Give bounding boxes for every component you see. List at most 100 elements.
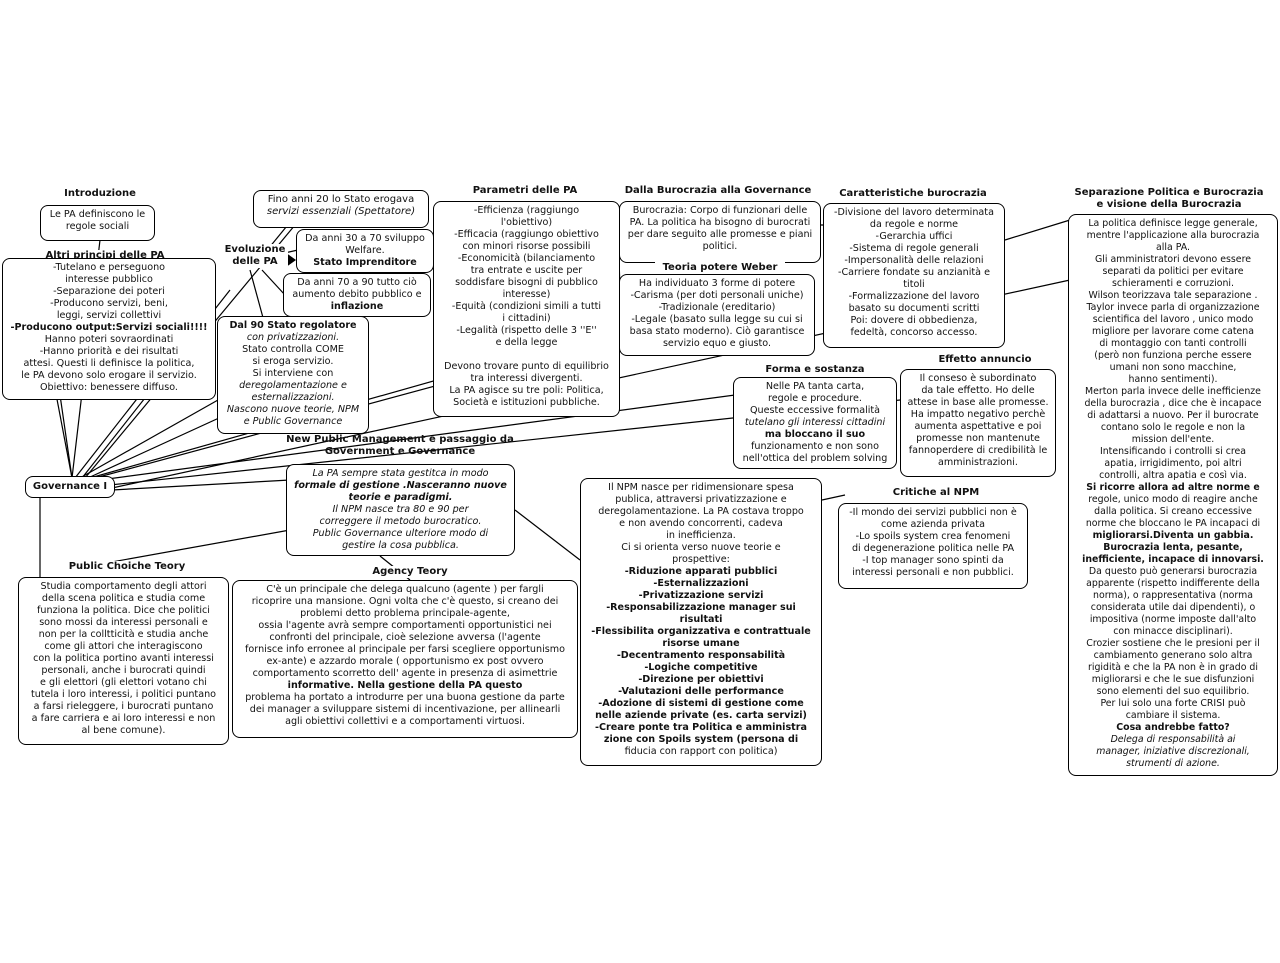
separazione-line: La politica definisce legge generale, xyxy=(1088,218,1258,229)
altri-principi-line: attesi. Questi li definisce la politica, xyxy=(23,358,195,369)
separazione-line: considerata utile dai dipendenti), o xyxy=(1090,602,1256,613)
public-choice-line: a farsi rieleggere, i burocrati puntano xyxy=(33,701,214,712)
critiche-npm-node: -Il mondo dei servizi pubblici non è com… xyxy=(838,503,1028,589)
separazione-line: Delega di responsabilità ai xyxy=(1110,734,1236,745)
separazione-line: sono elementi del suo equilibrio. xyxy=(1096,686,1250,697)
introduzione-line: regole sociali xyxy=(65,221,130,232)
public-choice-line: non per la colltticità e studia anche xyxy=(38,629,209,640)
effetto-annuncio-node: Il conseso è subordinato da tale effetto… xyxy=(900,369,1056,477)
evoluzione-title: Evoluzione delle PA xyxy=(222,244,288,268)
separazione-line: norme che bloccano le PA incapaci di xyxy=(1085,518,1261,529)
root-node-governance: Governance I xyxy=(25,476,115,498)
separazione-node: La politica definisce legge generale, me… xyxy=(1068,214,1278,776)
separazione-line: Si ricorre allora ad altre norme e xyxy=(1086,482,1260,493)
caratteristiche-line: basato su documenti scritti xyxy=(848,303,980,314)
altri-principi-line: -Tutelano e perseguono xyxy=(52,262,166,273)
caratteristiche-line: Poi: dovere di obbedienza, xyxy=(850,315,978,326)
anni-30-70-node: Da anni 30 a 70 sviluppo Welfare. Stato … xyxy=(296,229,434,273)
public-choice-line: a fare carriera e ai loro interessi e no… xyxy=(31,713,216,724)
forma-sostanza-node: Nelle PA tanta carta, regole e procedure… xyxy=(733,377,897,469)
separazione-line: Wilson teorizzava tale separazione . xyxy=(1088,290,1258,301)
parametri-line: i cittadini) xyxy=(502,313,551,324)
weber-line: -Legale (basato sulla legge su cui si xyxy=(631,314,803,325)
caratteristiche-line: fedeltà, concorso accesso. xyxy=(850,327,978,338)
separazione-line: hanno sentimenti). xyxy=(1128,374,1218,385)
weber-node: Ha individuato 3 forme di potere -Carism… xyxy=(619,274,815,356)
critiche-npm-line: -Il mondo dei servizi pubblici non è xyxy=(849,507,1017,518)
forma-sostanza-line: Queste eccessive formalità xyxy=(749,405,881,416)
agency-line: informative. Nella gestione della PA que… xyxy=(287,680,523,691)
parametri-line: tra interessi divergenti. xyxy=(470,373,583,384)
anni-70-90-node: Da anni 70 a 90 tutto ciò aumento debito… xyxy=(283,273,431,317)
npm-dettaglio-line: zione con Spoils system (persona di xyxy=(603,734,799,745)
anni-30-70-line: Welfare. xyxy=(345,245,385,256)
burocrazia-node: Burocrazia: Corpo di funzionari delle PA… xyxy=(619,201,821,263)
burocrazia-line: per dare seguito alle promesse e piani xyxy=(627,229,813,240)
public-choice-line: sono mossi da interessi personali e xyxy=(39,617,208,628)
agency-line: C'è un principale che delega qualcuno (a… xyxy=(266,584,544,595)
npm-dettaglio-line: -Responsabilizzazione manager sui xyxy=(606,602,796,613)
burocrazia-line: politici. xyxy=(702,241,738,252)
effetto-annuncio-line: Ha impatto negativo perchè xyxy=(910,409,1046,420)
public-choice-line: con la politica portino avanti interessi xyxy=(33,653,214,664)
separazione-line: Merton parla invece delle inefficienze xyxy=(1085,386,1261,397)
separazione-line: mission dell'ente. xyxy=(1131,434,1215,445)
forma-sostanza-line: regole e procedure. xyxy=(768,393,862,404)
parametri-line: l'obiettivo) xyxy=(500,217,553,228)
weber-line: servizio equo e giusto. xyxy=(662,338,772,349)
dal-90-line: si eroga servizio. xyxy=(252,356,334,367)
separazione-line: migliore per lavorare come catena xyxy=(1091,326,1254,337)
effetto-annuncio-line: attese in base alle promesse. xyxy=(907,397,1049,408)
parametri-node: -Efficienza (raggiungo l'obiettivo) -Eff… xyxy=(433,201,620,417)
evoluzione-title-line: Evoluzione xyxy=(224,244,286,255)
npm-dettaglio-line: Ci si orienta verso nuove teorie e xyxy=(621,542,781,553)
npm-passaggio-title: New Public Management e passaggio da Gov… xyxy=(284,434,516,458)
npm-passaggio-line: Il NPM nasce tra 80 e 90 per xyxy=(332,504,469,515)
npm-passaggio-line: correggere il metodo burocratico. xyxy=(319,516,482,527)
agency-line: agli obiettivi collettivi e a comportame… xyxy=(285,716,525,727)
npm-dettaglio-line: nelle aziende private (es. carta servizi… xyxy=(595,710,807,721)
critiche-npm-line: -I top manager sono spinti da xyxy=(862,555,1004,566)
caratteristiche-line: da regole e norme xyxy=(869,219,959,230)
separazione-line: strumenti di azione. xyxy=(1126,758,1220,769)
forma-sostanza-line: tutelano gli interessi cittadini xyxy=(744,417,886,428)
npm-dettaglio-line: -Direzione per obiettivi xyxy=(638,674,764,685)
separazione-line: impositiva (norme imposte dall'alto xyxy=(1089,614,1257,625)
npm-dettaglio-line: risorse umane xyxy=(662,638,740,649)
npm-passaggio-line: La PA sempre stata gestitca in modo xyxy=(312,468,489,479)
weber-title: Teoria potere Weber xyxy=(655,262,785,274)
agency-line: ossia l'agente avrà sempre comportamenti… xyxy=(258,620,552,631)
parametri-line: -Economicità (bilanciamento xyxy=(457,253,596,264)
parametri-line: -Equità (condizioni simili a tutti xyxy=(451,301,602,312)
dal-90-line: Nascono nuove teorie, NPM xyxy=(226,404,360,415)
separazione-line: regole, unico modo di reagire anche xyxy=(1088,494,1258,505)
altri-principi-node: -Tutelano e perseguono interesse pubblic… xyxy=(2,258,216,400)
public-choice-line: personali, anche i burocrati quindi xyxy=(41,665,206,676)
npm-dettaglio-line: publica, attraversi privatizzazione e xyxy=(615,494,787,505)
npm-dettaglio-line: -Adozione di sistemi di gestione come xyxy=(598,698,804,709)
separazione-line: Per lui solo una forte CRISI può xyxy=(1100,698,1246,709)
weber-line: Ha individuato 3 forme di potere xyxy=(638,278,796,289)
npm-passaggio-title-line: Government e Governance xyxy=(324,446,476,457)
altri-principi-line: Hanno poteri sovraordinati xyxy=(44,334,174,345)
parametri-line: -Efficacia (raggiungo obiettivo xyxy=(454,229,599,240)
public-choice-node: Studia comportamento degli attori della … xyxy=(18,577,229,745)
introduzione-line: Le PA definiscono le xyxy=(49,209,146,220)
parametri-line: tra entrate e uscite per xyxy=(470,265,583,276)
fino-anni-20-line: Fino anni 20 lo Stato erogava xyxy=(267,194,415,205)
separazione-title-line: e visione della Burocrazia xyxy=(1096,199,1242,210)
agency-line: confronti del principale, cioè selezione… xyxy=(269,632,541,643)
parametri-line: -Legalità (rispetto delle 3 ''E'' xyxy=(456,325,597,336)
separazione-line: scientifica del lavoro , unico modo xyxy=(1092,314,1254,325)
altri-principi-line: -Hanno priorità e dei risultati xyxy=(39,346,179,357)
altri-principi-line: Obiettivo: benessere diffuso. xyxy=(40,382,178,393)
separazione-line: Intensificando i controlli si crea xyxy=(1099,446,1247,457)
agency-line: ex-ante) e azzardo morale ( opportunismo… xyxy=(266,656,544,667)
root-node-label: Governance I xyxy=(32,481,108,492)
critiche-npm-line: interessi personali e non pubblici. xyxy=(852,567,1014,578)
parametri-line: La PA agisce su tre poli: Politica, xyxy=(449,385,604,396)
separazione-title: Separazione Politica e Burocrazia e visi… xyxy=(1068,187,1270,211)
separazione-line: norma), o rappresentativa (norma xyxy=(1093,590,1253,601)
separazione-line: dalla politica. Si creano eccessive xyxy=(1094,506,1252,517)
agency-line: problemi detto problema principale-agent… xyxy=(300,608,510,619)
